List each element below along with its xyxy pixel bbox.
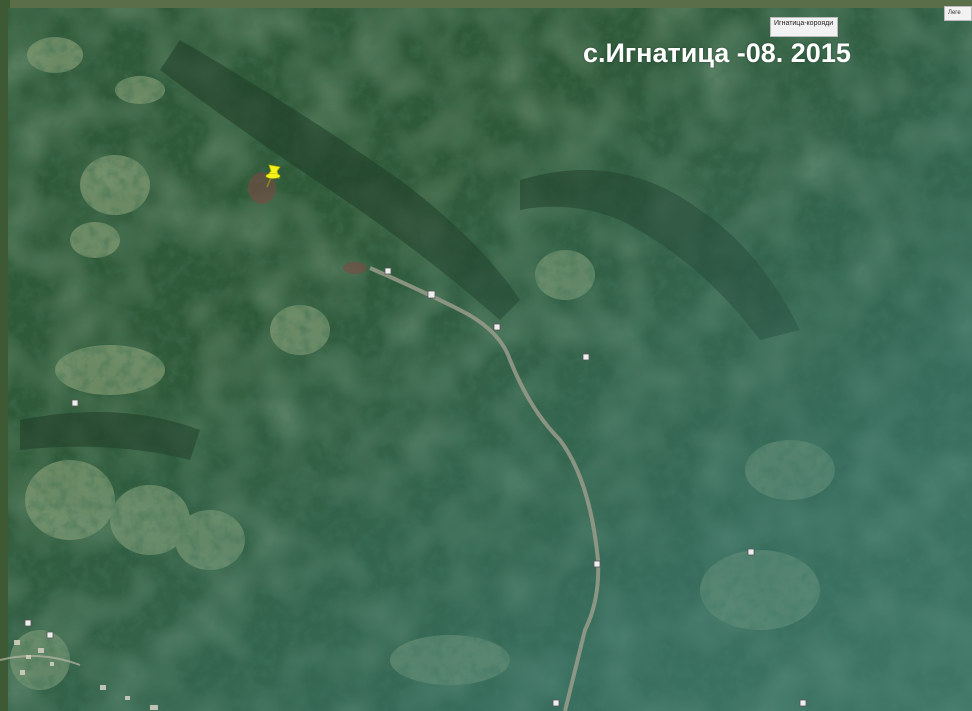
place-marker xyxy=(493,323,501,331)
place-marker xyxy=(384,267,392,275)
map-caption: с.Игнатица -08. 2015 xyxy=(583,38,851,68)
place-marker xyxy=(799,699,807,707)
place-marker xyxy=(747,548,755,556)
place-marker xyxy=(582,353,590,361)
place-marker xyxy=(552,699,560,707)
left-background-strip xyxy=(0,0,10,711)
place-marker xyxy=(593,560,601,568)
village-buildings xyxy=(14,640,158,710)
place-marker xyxy=(427,290,436,299)
place-marker xyxy=(71,399,79,407)
placemark-info-box[interactable]: Игнатица-корояди xyxy=(770,17,838,37)
place-markers xyxy=(24,267,807,707)
top-background-strip xyxy=(0,0,972,8)
place-marker xyxy=(46,631,54,639)
corner-legend-box[interactable]: Леге xyxy=(944,6,972,21)
place-marker xyxy=(24,619,32,627)
placemark-title: Игнатица-корояди xyxy=(774,20,834,27)
yellow-pushpin-icon[interactable] xyxy=(265,164,281,188)
road xyxy=(369,266,601,711)
